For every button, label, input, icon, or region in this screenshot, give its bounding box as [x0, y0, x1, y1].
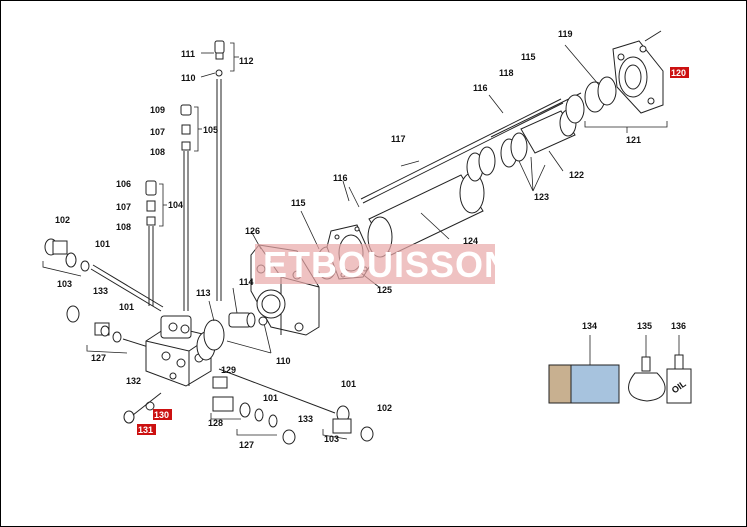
part-label-l128: 128 — [208, 418, 223, 428]
grease-pouch-135 — [628, 335, 666, 402]
part-label-l104: 104 — [168, 200, 183, 210]
part-label-l118: 118 — [499, 68, 514, 78]
piston-rings-123 — [466, 109, 577, 182]
check-valve-lower-right — [212, 376, 296, 445]
part-label-l101b: 101 — [119, 302, 134, 312]
part-label-l116b: 116 — [473, 83, 488, 93]
fitting-group-105 — [180, 104, 192, 311]
watermark-text: ETBOUISSON — [263, 244, 511, 285]
check-valve-right — [218, 368, 374, 442]
part-label-l134: 134 — [582, 321, 597, 331]
part-label-l108a: 108 — [150, 147, 165, 157]
part-label-l103b: 103 — [324, 434, 339, 444]
bolt-131 — [123, 392, 162, 424]
part-label-l126: 126 — [245, 226, 260, 236]
oil-bottle-136: OIL — [666, 335, 692, 404]
part-label-l117: 117 — [391, 134, 406, 144]
fitting-group-104 — [145, 180, 157, 306]
end-cap-121 — [565, 30, 664, 124]
part-label-l125: 125 — [377, 285, 392, 295]
part-label-l110b: 110 — [276, 356, 291, 366]
part-label-l111: 111 — [181, 49, 195, 59]
highlighted-label-h120: 120 — [671, 68, 686, 78]
part-label-l101d: 101 — [341, 379, 356, 389]
part-label-l107a: 107 — [150, 127, 165, 137]
part-label-l113: 113 — [196, 288, 211, 298]
top-fitting-111 — [214, 40, 225, 301]
part-label-l107b: 107 — [116, 202, 131, 212]
part-label-l110a: 110 — [181, 73, 196, 83]
cylinder-124 — [360, 92, 582, 258]
part-label-l133b: 133 — [298, 414, 313, 424]
filter-cartridge-134 — [548, 335, 620, 404]
part-label-l123: 123 — [534, 192, 549, 202]
part-label-l108b: 108 — [116, 222, 131, 232]
part-label-l106: 106 — [116, 179, 131, 189]
part-label-l114: 114 — [239, 277, 254, 287]
part-label-l127a: 127 — [91, 353, 106, 363]
part-label-l121: 121 — [626, 135, 641, 145]
part-label-l102a: 102 — [55, 215, 70, 225]
part-label-l109: 109 — [150, 105, 165, 115]
highlighted-label-h130: 130 — [154, 410, 169, 420]
part-label-l127b: 127 — [239, 440, 254, 450]
part-label-l136: 136 — [671, 321, 686, 331]
part-label-l101a: 101 — [95, 239, 110, 249]
pump-body-132 — [145, 315, 216, 387]
highlighted-label-h131: 131 — [138, 425, 153, 435]
part-label-l102b: 102 — [377, 403, 392, 413]
bracket-112 — [230, 42, 235, 72]
part-label-l101c: 101 — [263, 393, 278, 403]
highlight-box-h131 — [137, 424, 156, 435]
part-label-l124: 124 — [463, 236, 478, 246]
watermark: ETBOUISSON — [255, 244, 511, 285]
part-label-l112: 112 — [239, 56, 254, 66]
part-label-l115a: 115 — [291, 198, 306, 208]
piston-113-114 — [203, 287, 272, 354]
part-label-l129: 129 — [221, 365, 236, 375]
part-label-l103a: 103 — [57, 279, 72, 289]
part-label-l122: 122 — [569, 170, 584, 180]
part-label-l135: 135 — [637, 321, 652, 331]
part-label-l115b: 115 — [521, 52, 536, 62]
highlight-box-h130 — [153, 409, 172, 420]
part-label-l116a: 116 — [333, 173, 348, 183]
part-label-l133a: 133 — [93, 286, 108, 296]
part-label-l119: 119 — [558, 29, 573, 39]
part-label-l132: 132 — [126, 376, 141, 386]
highlight-box-h120 — [670, 67, 689, 78]
check-valve-upper-left — [44, 238, 164, 312]
check-valve-mid-left — [66, 305, 162, 352]
part-label-l105: 105 — [203, 125, 218, 135]
